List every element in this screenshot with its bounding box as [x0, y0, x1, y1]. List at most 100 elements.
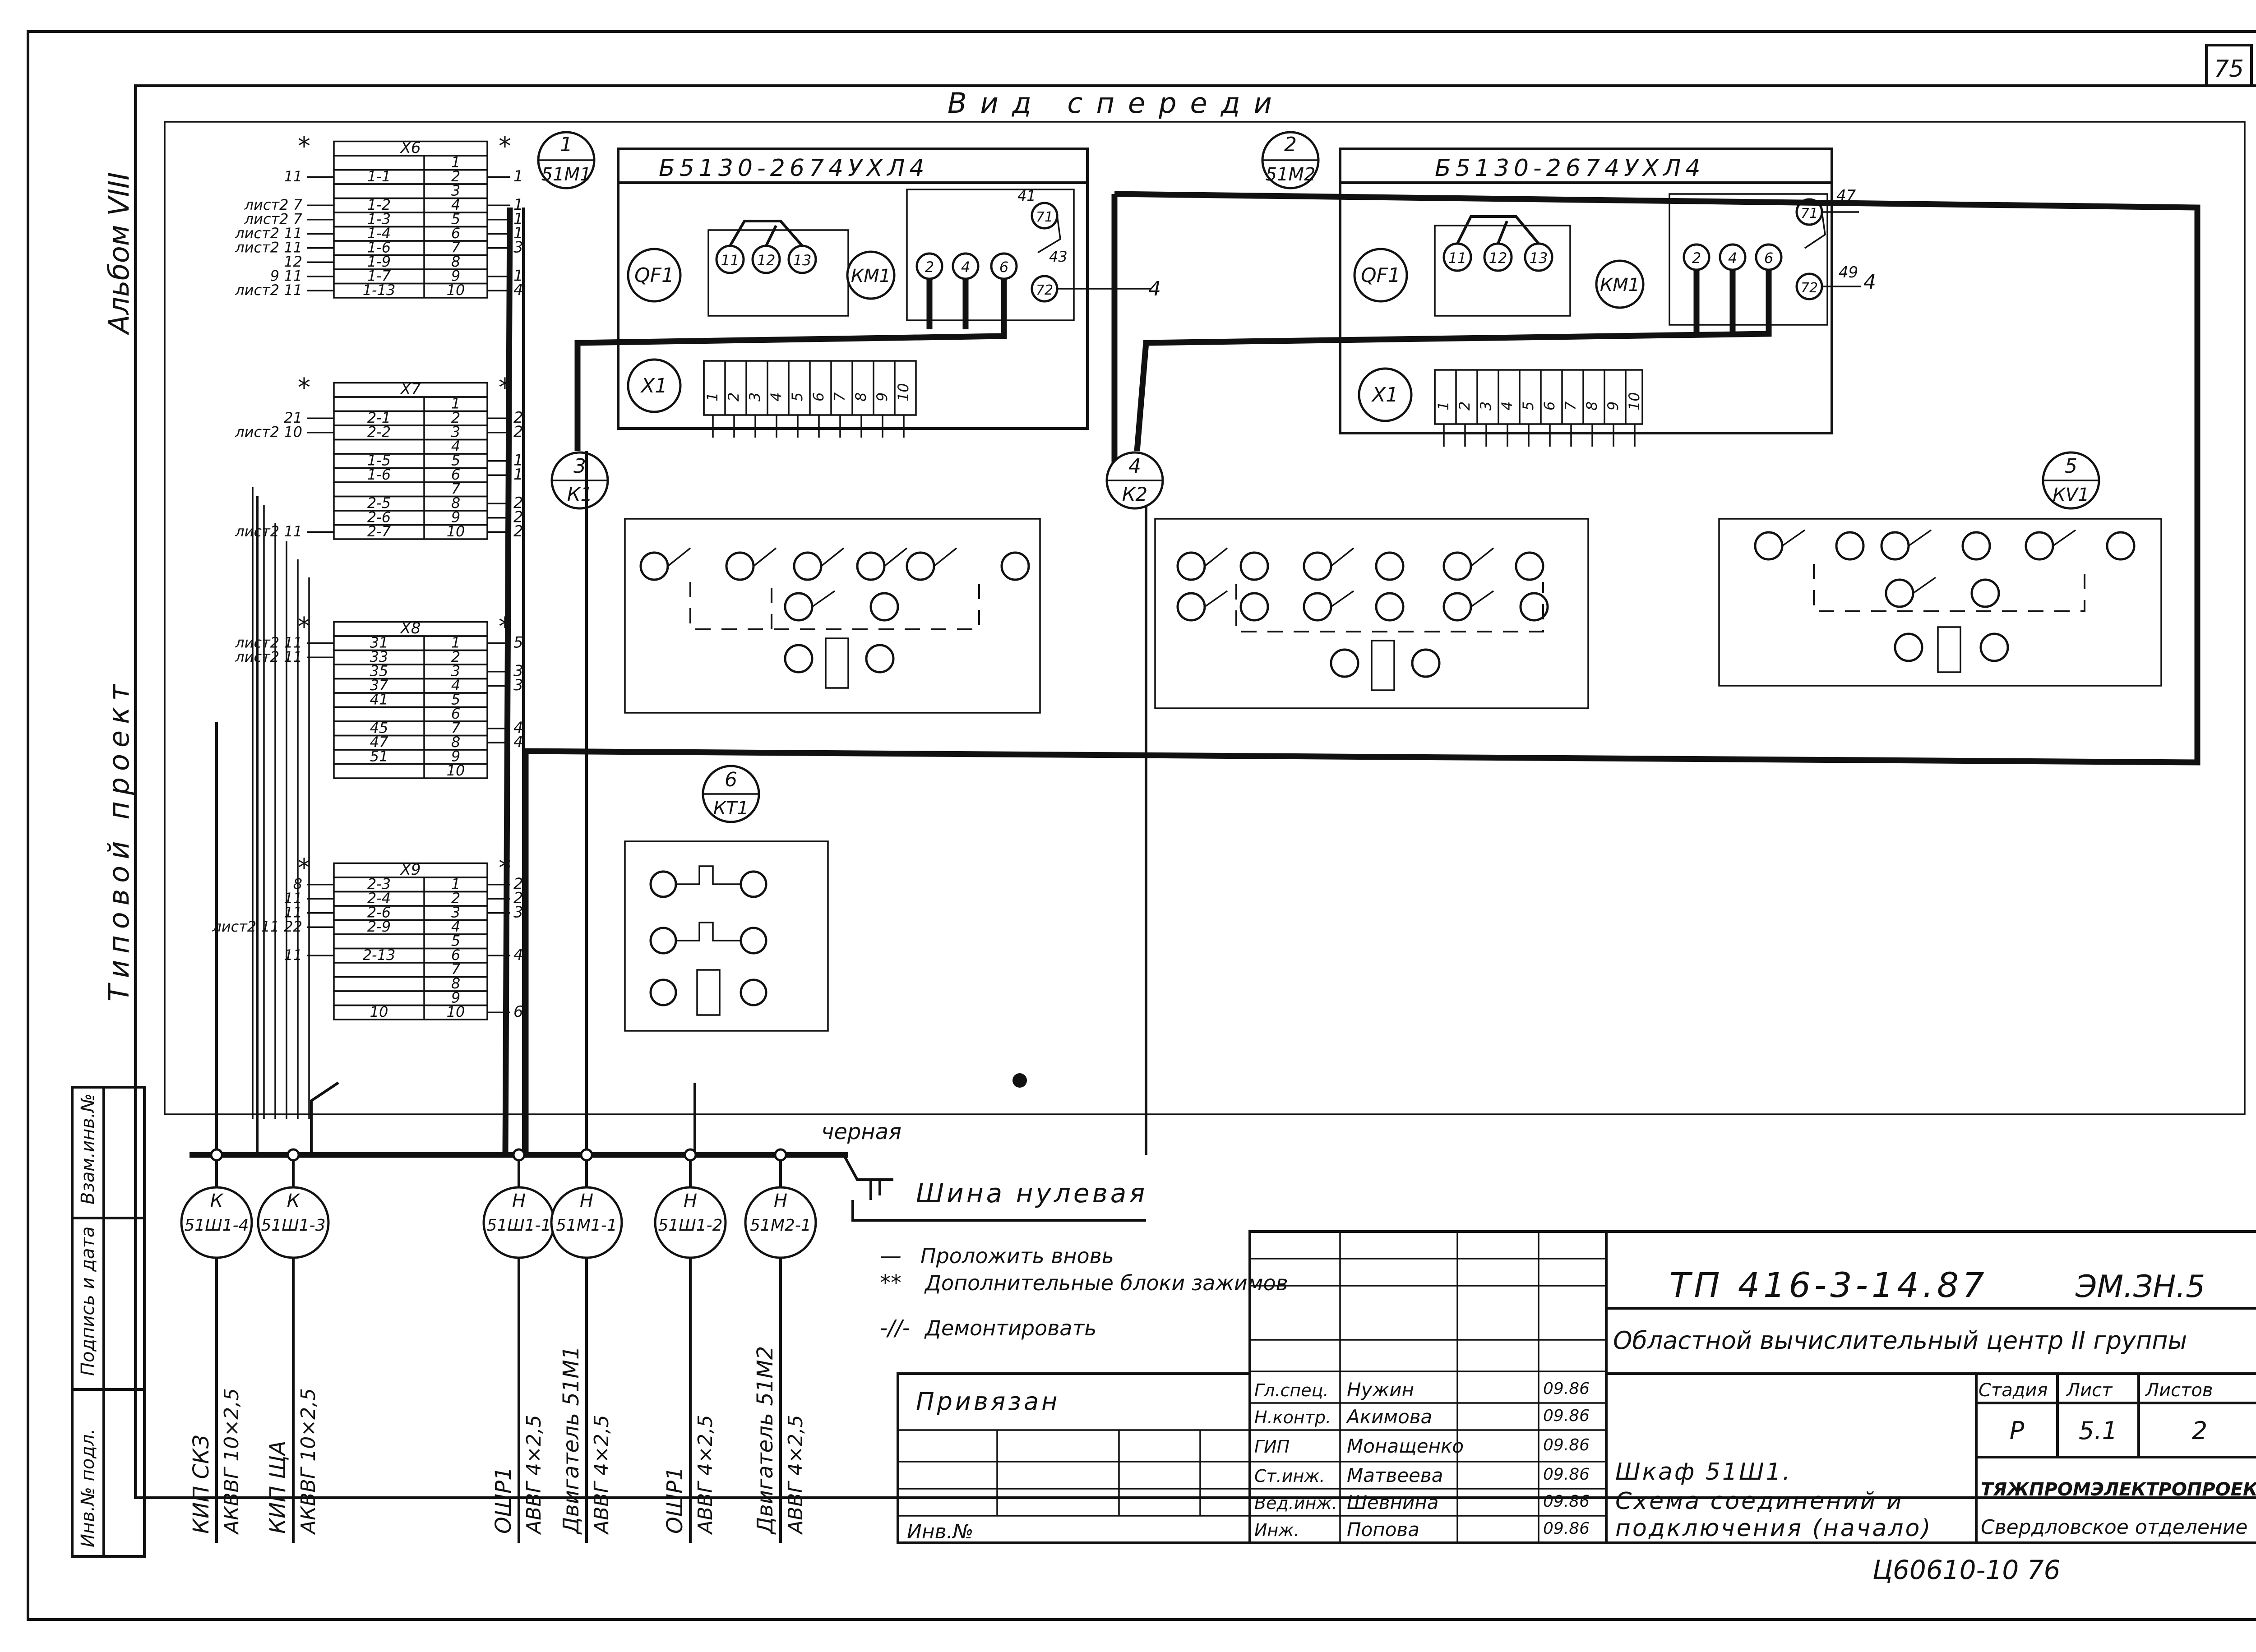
terminal-core: 2-1: [367, 409, 391, 426]
device-51m2-cabinet: Б5130-2674УХЛ4: [1435, 155, 1705, 182]
drawing-title-0: Шкаф 51Ш1.: [1615, 1458, 1792, 1486]
terminal-right-label: 2: [513, 409, 523, 427]
sheets-value: 2: [2192, 1417, 2207, 1445]
terminal-core: 1-6: [367, 466, 391, 483]
terminal-core: 2-3: [367, 876, 391, 893]
terminal-right-label: 2: [513, 508, 523, 526]
terminal-number: 5: [451, 932, 460, 950]
staff-date-0: 09.86: [1543, 1380, 1590, 1398]
terminal-right-label: 4: [513, 281, 523, 299]
terminal-core: 1-5: [367, 452, 391, 469]
terminal-core: 1-9: [367, 253, 391, 270]
device-51m2-out-4: 4: [1728, 249, 1737, 267]
x1-terminal-number: 5: [1520, 401, 1537, 411]
staff-role-4: Вед.инж.: [1254, 1493, 1337, 1513]
terminal-number: 2: [451, 168, 460, 185]
terminal-right-label: 1: [513, 466, 523, 484]
terminal-right-label: 1: [513, 267, 523, 285]
terminal-left-label: лист2 11: [235, 523, 302, 540]
strip-header-1: Х7: [400, 380, 421, 398]
cable-spec: АКВВГ 10×2,5: [297, 1388, 320, 1535]
x1-terminal-number: 8: [1583, 401, 1600, 411]
terminal-core: 35: [370, 663, 388, 680]
device-51m1-aux-41: 41: [1017, 187, 1036, 204]
bus-label: черная: [821, 1119, 901, 1144]
device-51m2-out-2: 2: [1692, 249, 1701, 267]
terminal-left-label: 21: [284, 409, 302, 426]
device-51m2-km: КМ1: [1600, 275, 1640, 295]
cable-kind: К: [287, 1191, 300, 1211]
relay-kv1-box: [1718, 518, 2162, 687]
project-name: Областной вычислительный центр II группы: [1613, 1326, 2187, 1355]
terminal-core: 41: [370, 691, 388, 708]
device-51m1-out-4: 4: [961, 258, 970, 276]
cable-kind: Н: [512, 1191, 526, 1211]
x1-terminal-number: 3: [746, 392, 763, 401]
staff-role-2: ГИП: [1254, 1437, 1290, 1457]
terminal-right-label: 2: [513, 889, 523, 907]
terminal-right-label: 4: [513, 733, 523, 751]
terminal-number: 7: [451, 961, 461, 978]
cable-kind: Н: [774, 1191, 787, 1211]
device-51m1-aux-43: 43: [1049, 248, 1068, 265]
device-51m1-aux-71: 71: [1036, 209, 1053, 225]
bottom-code: Ц60610-10 76: [1872, 1555, 2061, 1585]
left-strip-sign: Подпись и дата: [78, 1227, 98, 1376]
cable-code: 51М1-1: [556, 1216, 617, 1235]
device-51m2-x1: Х1: [1371, 383, 1398, 406]
terminal-right-label: 1: [513, 196, 523, 214]
legend-sym-2: -//-: [880, 1315, 910, 1341]
legend-text-2: Демонтировать: [924, 1316, 1096, 1340]
terminal-number: 4: [451, 438, 460, 455]
branch: Свердловское отделение: [1981, 1516, 2247, 1539]
bus-name: Шина нулевая: [916, 1178, 1147, 1209]
legend-text-0: Проложить вновь: [920, 1244, 1114, 1268]
cable-destination: Двигатель 51М2: [753, 1346, 778, 1535]
stage-header: Стадия: [1979, 1380, 2048, 1401]
cable-code: 51Ш1-4: [184, 1216, 249, 1235]
terminal-right-label: 1: [513, 210, 523, 228]
drawing-title-2: подключения (начало): [1615, 1515, 1932, 1542]
staff-role-0: Гл.спец.: [1254, 1380, 1329, 1400]
organization: ТЯЖПРОМЭЛЕКТРОПРОЕКТ: [1981, 1479, 2256, 1500]
terminal-number: 8: [451, 734, 460, 751]
staff-name-4: Шевнина: [1347, 1491, 1438, 1514]
device-51m2-aux-72: 72: [1801, 280, 1818, 296]
x1-terminal-number: 1: [1435, 401, 1452, 411]
x1-terminal-number: 4: [767, 392, 785, 401]
terminal-number: 6: [451, 705, 460, 722]
drawing-frame: [134, 84, 2256, 1499]
terminal-number: 2: [451, 648, 460, 665]
terminal-core: 1-7: [367, 268, 391, 285]
terminal-left-label: 9 11: [270, 268, 302, 285]
terminal-left-label: лист2 10: [235, 424, 302, 441]
doc-code: ТП 416-3-14.87: [1669, 1265, 1988, 1305]
cable-code: 51Ш1-3: [261, 1216, 325, 1235]
terminal-number: 3: [451, 904, 460, 921]
cable-destination: ОШР1: [662, 1467, 688, 1534]
terminal-number: 5: [451, 691, 460, 708]
drawing-title-1: Схема соединений и: [1615, 1488, 1904, 1515]
staff-date-5: 09.86: [1543, 1519, 1590, 1538]
device-51m2-aux-49: 49: [1839, 263, 1858, 281]
staff-role-3: Ст.инж.: [1254, 1466, 1325, 1486]
terminal-number: 8: [451, 253, 460, 270]
relay-kt1-num: 6: [725, 768, 737, 791]
staff-date-3: 09.86: [1543, 1465, 1590, 1484]
staff-role-5: Инж.: [1254, 1520, 1299, 1540]
extra-block-star: *: [298, 132, 310, 161]
device-51m1-km: КМ1: [851, 266, 891, 286]
terminal-core: 2-6: [367, 904, 391, 921]
terminal-core: 1-4: [367, 225, 391, 242]
cable-destination: ОШР1: [491, 1467, 516, 1534]
title-block: ТП 416-3-14.87 ЭМ.ЗН.5 Областной вычисли…: [897, 1230, 2256, 1544]
staff-name-2: Монащенко: [1347, 1435, 1464, 1457]
cable-code: 51Ш1-1: [486, 1216, 551, 1235]
bold-harness-left: [502, 194, 1118, 1155]
terminal-number: 9: [451, 509, 460, 526]
terminal-number: 9: [451, 748, 460, 765]
terminal-right-label: 3: [513, 239, 523, 257]
relay-k1-box: [624, 518, 1041, 714]
staff-date-4: 09.86: [1543, 1492, 1590, 1511]
